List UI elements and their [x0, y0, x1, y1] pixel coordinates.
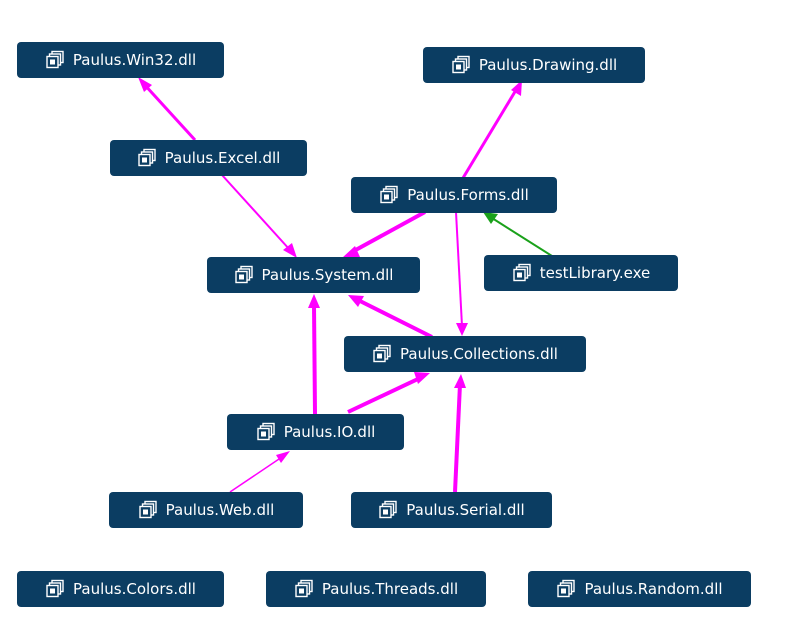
assembly-icon	[257, 422, 275, 441]
node-paulus-io[interactable]: Paulus.IO.dll	[227, 414, 404, 450]
node-label: Paulus.System.dll	[261, 266, 394, 284]
node-paulus-collections[interactable]: Paulus.Collections.dll	[344, 336, 586, 372]
assembly-icon	[46, 50, 64, 69]
node-paulus-threads[interactable]: Paulus.Threads.dll	[266, 571, 486, 607]
edge-excel-to-win32	[138, 77, 197, 142]
edge-web-to-io	[229, 451, 290, 493]
assembly-icon	[295, 579, 313, 598]
edge-forms-to-system	[342, 210, 426, 258]
edge-collections-to-system	[348, 295, 433, 339]
node-label: Paulus.Web.dll	[165, 501, 275, 519]
assembly-icon	[513, 263, 531, 282]
edge-forms-to-drawing	[461, 80, 522, 179]
edge-serial-to-collections	[453, 374, 466, 493]
node-paulus-web[interactable]: Paulus.Web.dll	[109, 492, 303, 528]
node-paulus-random[interactable]: Paulus.Random.dll	[528, 571, 751, 607]
node-label: Paulus.Colors.dll	[73, 580, 196, 598]
node-label: Paulus.Serial.dll	[406, 501, 525, 519]
node-label: Paulus.IO.dll	[283, 423, 376, 441]
node-label: testLibrary.exe	[539, 264, 651, 282]
node-label: Paulus.Forms.dll	[407, 186, 529, 204]
assembly-icon	[557, 579, 576, 598]
assembly-icon	[379, 500, 397, 519]
node-paulus-excel[interactable]: Paulus.Excel.dll	[110, 140, 307, 176]
assembly-icon	[452, 55, 470, 74]
assembly-icon	[373, 344, 391, 363]
node-paulus-colors[interactable]: Paulus.Colors.dll	[17, 571, 224, 607]
node-paulus-system[interactable]: Paulus.System.dll	[207, 257, 420, 293]
edge-io-to-collections	[347, 372, 430, 414]
edge-testlibrary-to-forms	[483, 212, 553, 257]
node-label: Paulus.Drawing.dll	[478, 56, 618, 74]
node-label: Paulus.Collections.dll	[400, 345, 558, 363]
node-paulus-forms[interactable]: Paulus.Forms.dll	[351, 177, 557, 213]
node-paulus-drawing[interactable]: Paulus.Drawing.dll	[423, 47, 645, 83]
edge-io-to-system	[308, 294, 320, 415]
assembly-icon	[380, 185, 398, 204]
node-testlibrary-exe[interactable]: testLibrary.exe	[484, 255, 678, 291]
node-paulus-win32[interactable]: Paulus.Win32.dll	[17, 42, 224, 78]
node-paulus-serial[interactable]: Paulus.Serial.dll	[351, 492, 552, 528]
node-label: Paulus.Random.dll	[584, 580, 723, 598]
assembly-icon	[138, 500, 157, 519]
assembly-icon	[234, 265, 253, 284]
node-label: Paulus.Excel.dll	[164, 149, 281, 167]
edge-excel-to-system	[221, 174, 297, 258]
edge-forms-to-collections	[455, 211, 468, 336]
assembly-icon	[137, 148, 156, 167]
node-label: Paulus.Win32.dll	[72, 51, 197, 69]
node-label: Paulus.Threads.dll	[321, 580, 459, 598]
assembly-icon	[46, 579, 64, 598]
